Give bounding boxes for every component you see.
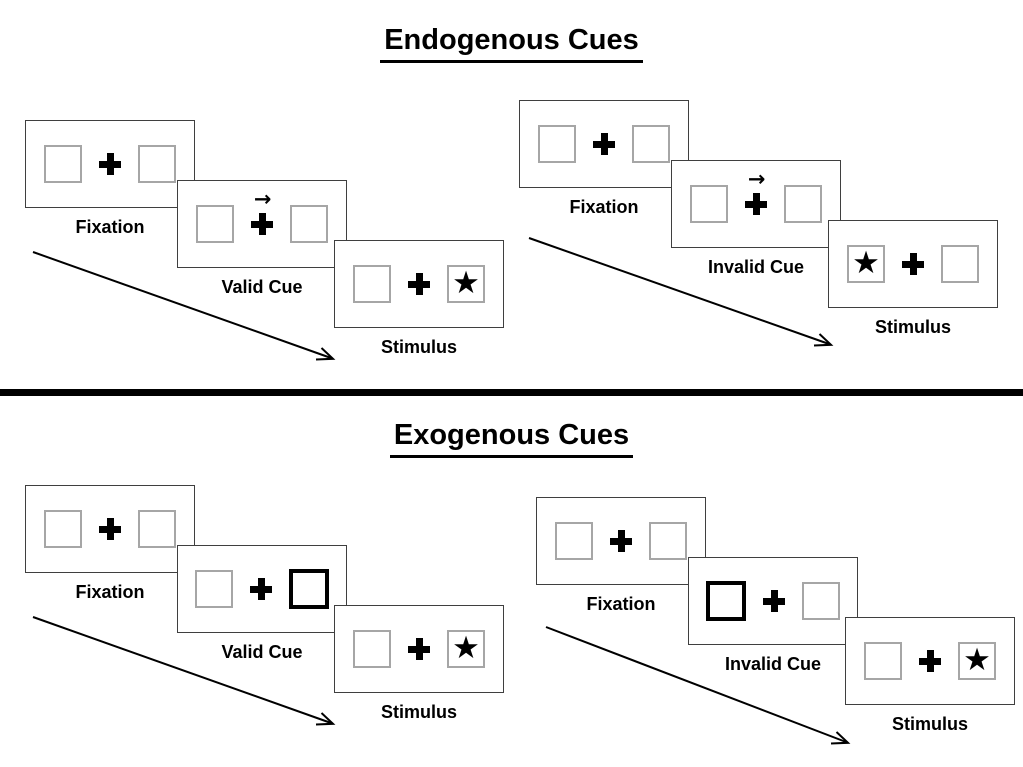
cue-panel xyxy=(177,545,347,633)
right-square: ★ xyxy=(958,642,996,680)
left-square xyxy=(864,642,902,680)
cue-slot: → Valid Cue xyxy=(177,180,347,298)
endogenous-section-title: Endogenous Cues xyxy=(0,24,1023,63)
stimulus-slot: ★ Stimulus xyxy=(334,605,504,723)
exogenous-valid-trial: Fixation Valid Cue ★ Stimulus xyxy=(25,485,509,757)
right-square xyxy=(802,582,840,620)
cue-arrow-icon: → xyxy=(253,187,272,211)
left-square xyxy=(353,265,391,303)
fixation-cross-icon: → xyxy=(745,169,767,215)
panel-label: Stimulus xyxy=(874,317,951,337)
star-icon: ★ xyxy=(452,264,480,301)
fixation-panel xyxy=(25,485,195,573)
left-square xyxy=(44,145,82,183)
fixation-cross-icon: → xyxy=(251,189,273,235)
fixation-cross-icon xyxy=(250,578,272,600)
cue-arrow-icon: → xyxy=(747,167,766,191)
right-square xyxy=(289,569,329,609)
exogenous-invalid-trial: Fixation Invalid Cue ★ Stimulus xyxy=(536,497,1020,767)
panel-label: Fixation xyxy=(586,594,656,614)
left-square xyxy=(196,205,234,243)
star-icon: ★ xyxy=(852,244,880,281)
left-square xyxy=(353,630,391,668)
left-square xyxy=(44,510,82,548)
panel-label: Valid Cue xyxy=(221,277,303,297)
panel-label: Invalid Cue xyxy=(724,654,822,674)
fixation-slot: Fixation xyxy=(25,485,195,603)
fixation-slot: Fixation xyxy=(519,100,689,218)
right-square: ★ xyxy=(447,630,485,668)
fixation-cross-icon xyxy=(763,590,785,612)
fixation-cross-icon xyxy=(902,253,924,275)
right-square xyxy=(649,522,687,560)
fixation-cross-icon xyxy=(408,638,430,660)
right-square xyxy=(138,510,176,548)
left-square xyxy=(690,185,728,223)
right-square xyxy=(941,245,979,283)
endogenous-section-title-text: Endogenous Cues xyxy=(380,24,643,63)
endogenous-invalid-trial: Fixation → Invalid Cue ★ Stimulus xyxy=(519,100,1003,372)
stimulus-panel: ★ xyxy=(845,617,1015,705)
fixation-slot: Fixation xyxy=(25,120,195,238)
left-square xyxy=(555,522,593,560)
star-icon: ★ xyxy=(452,629,480,666)
fixation-cross-icon xyxy=(99,153,121,175)
endogenous-valid-trial: Fixation → Valid Cue ★ Stimulus xyxy=(25,120,509,392)
left-square xyxy=(195,570,233,608)
section-divider xyxy=(0,389,1023,396)
panel-label: Invalid Cue xyxy=(707,257,805,277)
stimulus-panel: ★ xyxy=(334,240,504,328)
fixation-cross-icon xyxy=(919,650,941,672)
left-square xyxy=(706,581,746,621)
cue-panel xyxy=(688,557,858,645)
panel-label: Fixation xyxy=(569,197,639,217)
panel-label: Stimulus xyxy=(891,714,968,734)
panel-label: Stimulus xyxy=(380,702,457,722)
panel-label: Fixation xyxy=(75,582,145,602)
left-square: ★ xyxy=(847,245,885,283)
stimulus-slot: ★ Stimulus xyxy=(828,220,998,338)
fixation-panel xyxy=(25,120,195,208)
fixation-panel xyxy=(536,497,706,585)
stimulus-slot: ★ Stimulus xyxy=(334,240,504,358)
right-square xyxy=(632,125,670,163)
exogenous-section-title: Exogenous Cues xyxy=(0,419,1023,458)
fixation-slot: Fixation xyxy=(536,497,706,615)
cue-slot: Valid Cue xyxy=(177,545,347,663)
fixation-panel xyxy=(519,100,689,188)
star-icon: ★ xyxy=(963,641,991,678)
fixation-cross-icon xyxy=(408,273,430,295)
left-square xyxy=(538,125,576,163)
stimulus-slot: ★ Stimulus xyxy=(845,617,1015,735)
panel-label: Stimulus xyxy=(380,337,457,357)
panel-label: Valid Cue xyxy=(221,642,303,662)
stimulus-panel: ★ xyxy=(828,220,998,308)
panel-label: Fixation xyxy=(75,217,145,237)
cue-panel: → xyxy=(177,180,347,268)
fixation-cross-icon xyxy=(99,518,121,540)
fixation-cross-icon xyxy=(610,530,632,552)
right-square xyxy=(138,145,176,183)
right-square xyxy=(784,185,822,223)
stimulus-panel: ★ xyxy=(334,605,504,693)
cue-slot: Invalid Cue xyxy=(688,557,858,675)
cue-slot: → Invalid Cue xyxy=(671,160,841,278)
right-square: ★ xyxy=(447,265,485,303)
cue-panel: → xyxy=(671,160,841,248)
fixation-cross-icon xyxy=(593,133,615,155)
right-square xyxy=(290,205,328,243)
exogenous-section-title-text: Exogenous Cues xyxy=(389,419,634,458)
